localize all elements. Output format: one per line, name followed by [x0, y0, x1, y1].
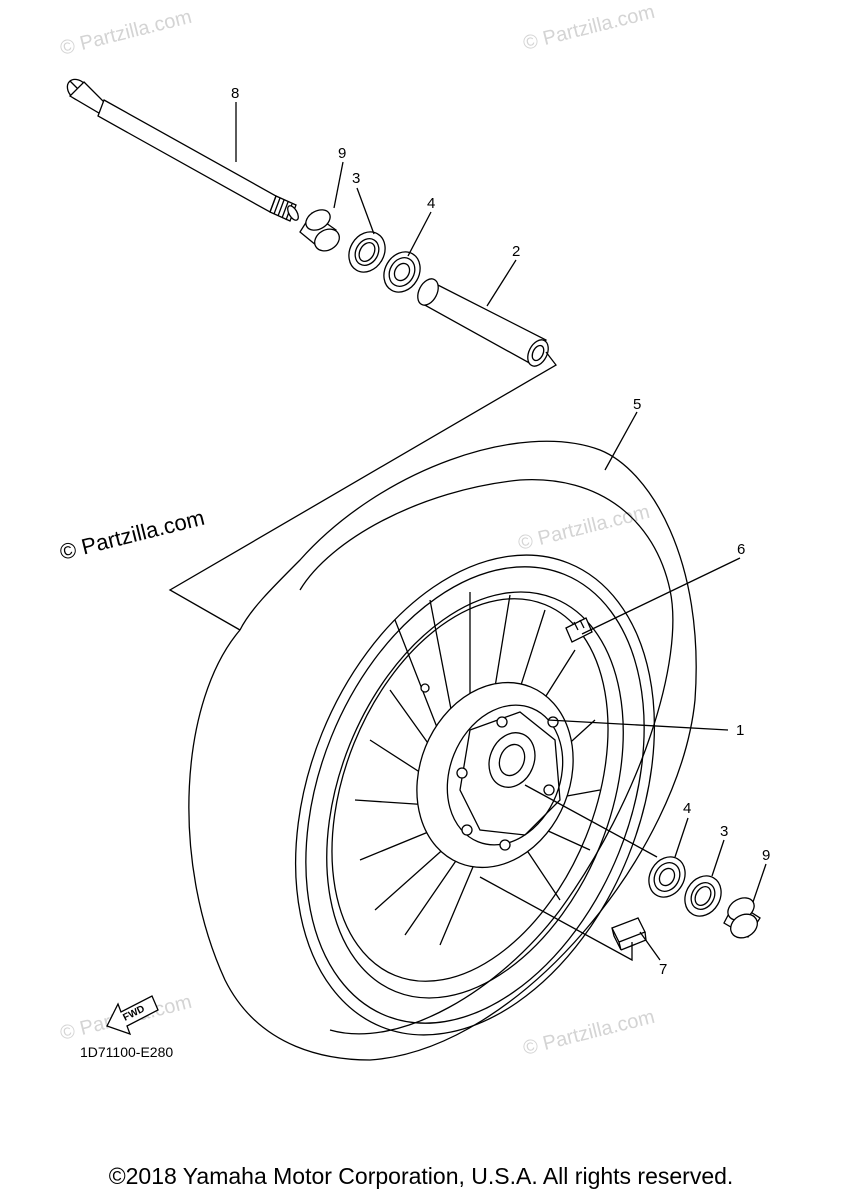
axle-thread: [269, 195, 299, 222]
callout-1: 1: [736, 722, 744, 739]
oil-seal-part-3-top: [348, 231, 386, 273]
callout-2: 2: [512, 243, 520, 260]
axle-part-8: [66, 78, 299, 222]
watermark-dark: © Partzilla.com: [57, 505, 207, 565]
leader-lines: [235, 102, 767, 962]
callout-3-top: 3: [352, 170, 360, 187]
oil-seal-part-3-bottom: [684, 875, 722, 917]
collar-part-9-top: [299, 209, 340, 252]
callout-5: 5: [633, 396, 641, 413]
assembly-bracket-line: [168, 351, 557, 631]
spacer-part-2: [417, 278, 549, 367]
fwd-arrow-icon: FWD: [106, 995, 159, 1036]
hub-bolts: [420, 683, 559, 851]
wheel-part-5: [188, 440, 697, 1061]
callout-4-top: 4: [427, 195, 435, 212]
callout-9-top: 9: [338, 145, 346, 162]
collar-part-9-bottom: [723, 897, 761, 939]
callout-numbers: 8 9 3 4 2 5 6 1 4 3 9 7: [231, 85, 770, 978]
valve-part-6: [565, 617, 593, 643]
bearing-part-4-top: [383, 251, 421, 293]
watermark-bottom-right: © Partzilla.com: [521, 1006, 657, 1060]
callout-9-bottom: 9: [762, 847, 770, 864]
diagram-code: 1D71100-E280: [80, 1044, 173, 1060]
watermark-top-left: © Partzilla.com: [58, 6, 194, 60]
watermark-mid-right: © Partzilla.com: [516, 501, 652, 555]
callout-7: 7: [659, 961, 667, 978]
bearing-part-4-bottom: [648, 856, 686, 898]
copyright-notice: ©2018 Yamaha Motor Corporation, U.S.A. A…: [109, 1163, 734, 1189]
watermark-top-right: © Partzilla.com: [521, 1, 657, 55]
callout-4-bottom: 4: [683, 800, 691, 817]
callout-6: 6: [737, 541, 745, 558]
callout-8: 8: [231, 85, 239, 102]
callout-3-bottom: 3: [720, 823, 728, 840]
